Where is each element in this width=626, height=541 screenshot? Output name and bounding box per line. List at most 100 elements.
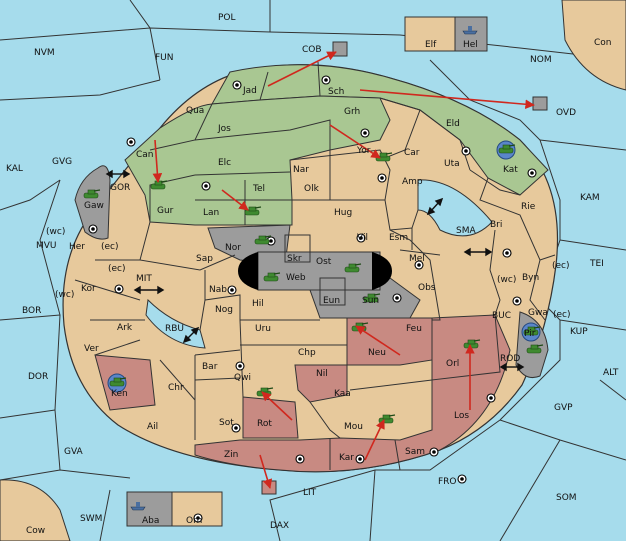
label-rod: ROD: [500, 354, 520, 364]
label-web: Web: [286, 273, 306, 283]
army-icon[interactable]: [496, 140, 516, 160]
province-black-west[interactable]: [238, 252, 258, 290]
label-wc2: (wc): [55, 290, 74, 300]
province-cow[interactable]: [0, 479, 71, 541]
label-dor: DOR: [28, 372, 48, 382]
label-los: Los: [454, 411, 469, 421]
label-orn: Orn: [186, 516, 202, 526]
label-rbu: RBU: [165, 324, 184, 334]
label-ec4: (ec): [553, 310, 571, 320]
label-cob: COB: [302, 45, 322, 55]
army-icon[interactable]: [521, 322, 541, 342]
label-kaa: Kaa: [334, 389, 351, 399]
label-vil: Vil: [357, 233, 368, 243]
province-gaw[interactable]: [74, 165, 111, 240]
label-bri: Bri: [490, 220, 502, 230]
label-orl: Orl: [446, 359, 459, 369]
label-mou: Mou: [344, 422, 363, 432]
label-yor: Yor: [356, 146, 371, 156]
label-neu: Neu: [368, 348, 386, 358]
label-grh: Grh: [344, 107, 360, 117]
label-wc3: (wc): [497, 275, 516, 285]
label-chp: Chp: [298, 348, 316, 358]
label-gwa: Gwa: [528, 308, 548, 318]
label-hel: Hel: [463, 40, 478, 50]
label-gvp: GVP: [554, 403, 573, 413]
label-skr: Skr: [287, 254, 302, 264]
region-red-neu[interactable]: [346, 317, 433, 366]
label-nvm: NVM: [34, 48, 55, 58]
label-gor: GOR: [110, 183, 130, 193]
label-aba: Aba: [142, 516, 159, 526]
label-som: SOM: [556, 493, 577, 503]
province-borders: [74, 61, 556, 471]
label-nor: Nor: [225, 243, 241, 253]
units: [83, 25, 544, 511]
label-gvg: GVG: [52, 157, 72, 167]
label-obs: Obs: [418, 283, 436, 293]
label-pol: POL: [218, 13, 236, 23]
label-lit: LIT: [303, 488, 317, 498]
label-mit: MIT: [136, 274, 152, 284]
label-amp: Amp: [402, 177, 423, 187]
label-rot: Rot: [257, 419, 272, 429]
label-ec2: (ec): [108, 264, 126, 274]
label-uta: Uta: [444, 159, 460, 169]
label-qwi: Qwi: [234, 373, 251, 383]
label-mel: Mel: [409, 254, 425, 264]
label-eun: Eun: [323, 296, 340, 306]
label-nar: Nar: [293, 165, 309, 175]
coast-ovd-notch: [532, 96, 548, 111]
label-chr: Chr: [168, 383, 184, 393]
label-gaw: Gaw: [84, 201, 104, 211]
label-wc1: (wc): [46, 227, 65, 237]
label-eld: Eld: [446, 119, 460, 129]
label-nog: Nog: [215, 305, 233, 315]
label-jos: Jos: [217, 124, 231, 134]
label-qua: Qua: [186, 106, 204, 116]
region-red-nil[interactable]: [294, 364, 348, 403]
coast-cob-notch: [332, 41, 348, 57]
label-mvu: MVU: [36, 241, 57, 251]
army-icon[interactable]: [107, 373, 127, 393]
label-nom: NOM: [530, 55, 552, 65]
label-sma: SMA: [456, 226, 476, 236]
label-ver: Ver: [84, 344, 99, 354]
label-ail: Ail: [147, 422, 158, 432]
label-ec3: (ec): [552, 261, 570, 271]
label-fro: FRO: [438, 477, 457, 487]
label-jad: Jad: [242, 86, 257, 96]
label-alt: ALT: [603, 368, 619, 378]
label-byn: Byn: [522, 273, 539, 283]
strait-markers: [105, 169, 525, 372]
label-tel: Tel: [252, 184, 265, 194]
label-bar: Bar: [202, 362, 218, 372]
label-can: Can: [136, 150, 154, 160]
label-sot: Sot: [219, 418, 234, 428]
label-car: Car: [404, 148, 420, 158]
label-buc: BUC: [492, 311, 511, 321]
label-feu: Feu: [406, 324, 422, 334]
label-kor: Kor: [81, 284, 96, 294]
label-hug: Hug: [334, 208, 352, 218]
order-arrows: [152, 51, 535, 489]
label-fun: FUN: [155, 53, 174, 63]
label-nab: Nab: [209, 285, 227, 295]
label-kar: Kar: [339, 453, 354, 463]
label-kam: KAM: [580, 193, 600, 203]
label-elf: Elf: [425, 40, 437, 50]
supply-centers: [88, 75, 537, 523]
province-labels: POL NVM FUN COB NOM Con Elf Hel OVD KAL …: [6, 13, 619, 536]
label-nil: Nil: [316, 369, 328, 379]
label-gva: GVA: [64, 447, 84, 457]
label-swm: SWM: [80, 514, 102, 524]
label-kup: KUP: [570, 327, 588, 337]
region-red-rot[interactable]: [242, 396, 299, 439]
label-elc: Elc: [218, 158, 231, 168]
label-cow: Cow: [26, 526, 45, 536]
label-esm: Esm: [389, 233, 408, 243]
label-uru: Uru: [255, 324, 271, 334]
province-black-east[interactable]: [372, 252, 392, 290]
